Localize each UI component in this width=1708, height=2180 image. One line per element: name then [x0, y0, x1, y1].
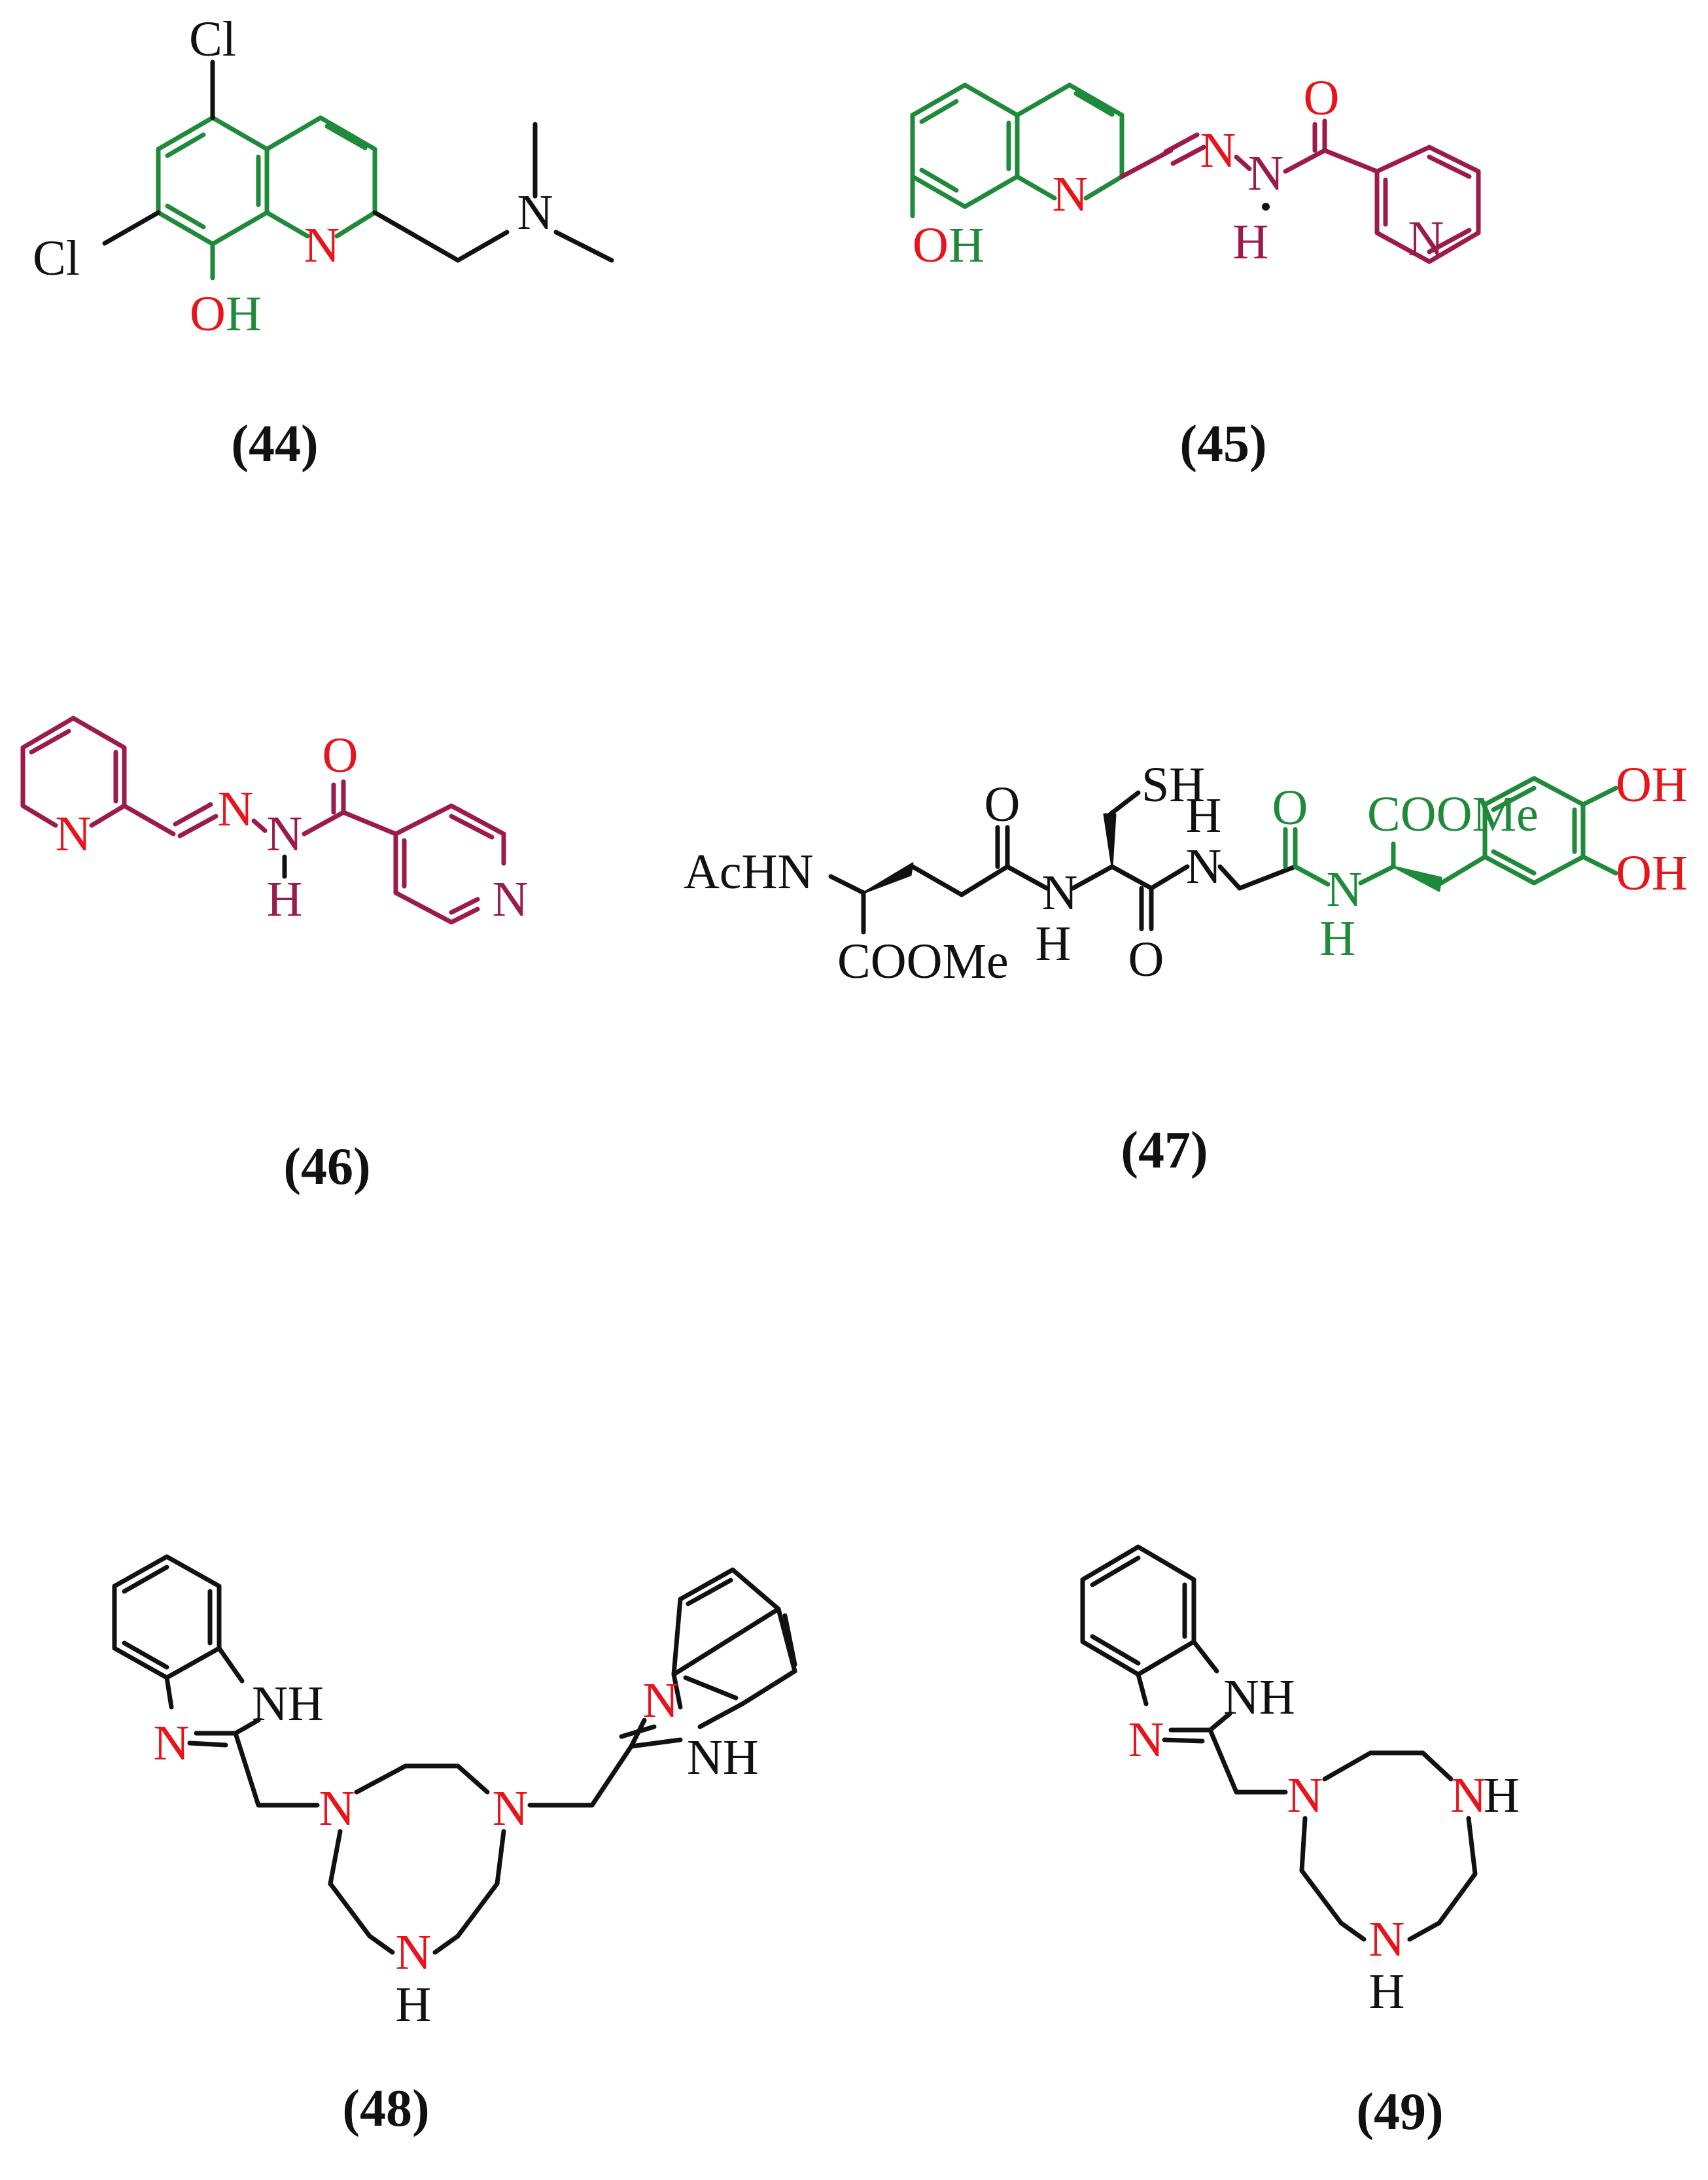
atom-h-44: H — [226, 286, 262, 341]
atom-n-left-48: N — [154, 1716, 190, 1771]
atom-h-46: H — [267, 872, 303, 927]
atom-n-amine-44: N — [517, 185, 553, 240]
atom-n-nh-45: N — [1248, 146, 1284, 201]
atom-coome-right-47: COOMe — [1367, 787, 1539, 842]
atom-n-dopa-47: N — [1327, 862, 1363, 917]
atom-nh-49: NH — [1223, 1670, 1295, 1725]
atom-coome-left-47: COOMe — [837, 934, 1009, 989]
atom-n-gly-47: N — [1186, 839, 1222, 894]
atom-n-imid-49: N — [1128, 1712, 1164, 1767]
atom-achn-47: AcHN — [684, 844, 813, 899]
atom-o-46: O — [322, 728, 358, 783]
atom-sh-47: SH — [1142, 757, 1205, 812]
caption-49: (49) — [1356, 2083, 1443, 2141]
compound-48: NH N N N N H N NH — [112, 1554, 797, 2032]
atom-o-44: O — [190, 286, 226, 341]
atom-nh-right-48: NH — [687, 1730, 759, 1785]
atom-n-ring-45: N — [1053, 167, 1089, 222]
atom-n-ring-bottom-49: N — [1369, 1912, 1405, 1967]
atom-h-right-49: H — [1484, 1768, 1520, 1823]
atom-o-45: O — [913, 218, 949, 273]
atom-cl-top: Cl — [189, 12, 236, 67]
atom-oh-bottom-47: OH — [1616, 846, 1688, 901]
atom-h-45: H — [949, 218, 985, 273]
atom-n-cys-47: N — [1042, 865, 1078, 920]
atom-nh-left-48: NH — [252, 1676, 324, 1731]
atom-h-bottom-48: H — [396, 1977, 432, 2032]
atom-n-ring-44: N — [304, 218, 340, 273]
atom-n-ring-right-49: N — [1451, 1768, 1487, 1823]
atom-n-ring-left-48: N — [319, 1781, 355, 1836]
caption-46: (46) — [283, 1138, 370, 1196]
atom-h-cys-47: H — [1036, 916, 1072, 971]
atom-n-imine-46: N — [218, 782, 254, 837]
atom-n-ring-49: N — [1287, 1768, 1323, 1823]
compound-45: O H N N N H O N — [910, 71, 1481, 273]
atom-oh-top-47: OH — [1616, 757, 1688, 812]
caption-47: (47) — [1121, 1122, 1208, 1179]
atom-n-pyr2-46: N — [493, 872, 529, 927]
atom-n-nh-46: N — [267, 806, 303, 861]
atom-h-gly-47: H — [1186, 788, 1222, 843]
caption-44: (44) — [231, 415, 318, 473]
caption-48: (48) — [342, 2080, 429, 2137]
caption-45: (45) — [1179, 415, 1266, 473]
atom-cl-left: Cl — [33, 231, 80, 286]
atom-h-dopa-47: H — [1320, 911, 1356, 966]
compound-47: AcHN COOMe O N H SH H N O O N H COOMe OH… — [684, 757, 1688, 989]
atom-n-right-48: N — [643, 1673, 679, 1728]
atom-n-imine-45: N — [1200, 123, 1236, 178]
atom-n-pyr1-46: N — [56, 806, 92, 861]
compound-46: N N N H O N — [20, 716, 529, 927]
atom-n-ring-right-48: N — [493, 1781, 529, 1836]
compound-49: NH N N N H N H — [1080, 1544, 1520, 2019]
atom-h-bottom-49: H — [1369, 1964, 1405, 2019]
atom-h-nh-45: H — [1233, 215, 1269, 269]
atom-n-pyr-45: N — [1408, 211, 1444, 266]
atom-o-glu-47: O — [985, 777, 1020, 832]
atom-o-gly-47: O — [1272, 780, 1308, 835]
atom-o-carbonyl-45: O — [1304, 71, 1340, 126]
atom-o-cys-47: O — [1128, 932, 1164, 987]
atom-n-ring-bottom-48: N — [396, 1925, 432, 1980]
compound-44: Cl Cl O H N N — [33, 12, 614, 341]
